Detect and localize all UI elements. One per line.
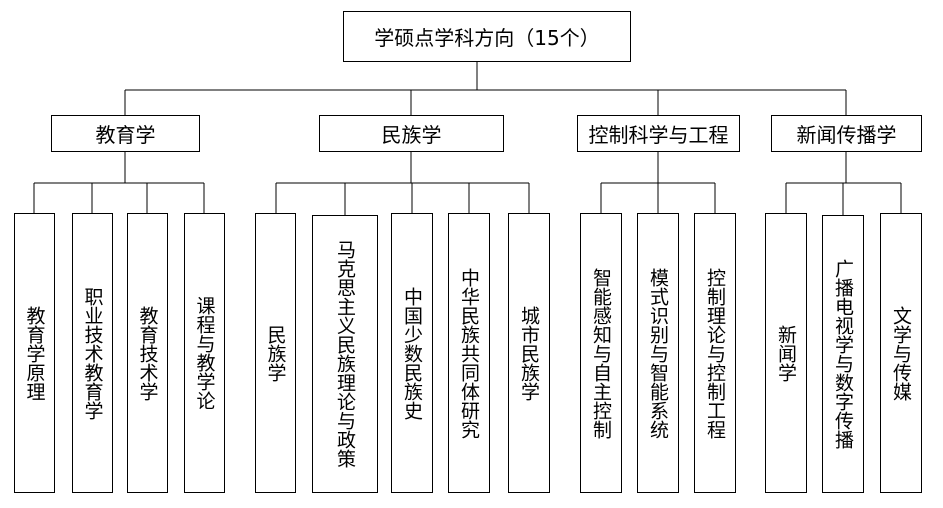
leaf-node: 教育技术学 (127, 213, 168, 493)
leaf-node: 教育学原理 (14, 213, 55, 493)
leaf-label: 智能感知与自主控制 (590, 267, 612, 439)
category-label: 新闻传播学 (796, 123, 897, 147)
leaf-node: 中国少数民族史 (391, 213, 433, 493)
leaf-label: 新闻学 (775, 324, 797, 382)
leaf-label: 中国少数民族史 (401, 286, 423, 420)
leaf-label: 民族学 (264, 324, 287, 382)
leaf-node: 广播电视学与数字传播 (822, 215, 864, 493)
leaf-label: 课程与教学论 (193, 296, 216, 410)
leaf-label: 控制理论与控制工程 (704, 267, 726, 439)
leaf-node: 控制理论与控制工程 (694, 213, 736, 493)
leaf-node: 中华民族共同体研究 (448, 213, 490, 493)
category-node-ethnology: 民族学 (319, 115, 504, 152)
leaf-node: 智能感知与自主控制 (580, 213, 622, 493)
leaf-node: 城市民族学 (508, 213, 550, 493)
leaf-node: 新闻学 (765, 213, 807, 493)
leaf-node: 职业技术教育学 (72, 213, 113, 493)
category-label: 控制科学与工程 (588, 123, 729, 147)
category-node-education: 教育学 (51, 115, 200, 152)
leaf-node: 文学与传媒 (880, 213, 922, 493)
leaf-label: 城市民族学 (518, 305, 540, 401)
root-node: 学硕点学科方向（15个） (343, 11, 631, 62)
category-node-control-science: 控制科学与工程 (577, 115, 740, 152)
leaf-label: 广播电视学与数字传播 (832, 259, 854, 449)
leaf-label: 教育学原理 (23, 305, 46, 401)
leaf-label: 教育技术学 (136, 305, 159, 401)
category-label: 教育学 (95, 123, 156, 147)
leaf-node: 课程与教学论 (184, 213, 225, 493)
leaf-label: 模式识别与智能系统 (647, 267, 669, 439)
leaf-label: 马克思主义民族理论与政策 (334, 240, 356, 468)
leaf-node: 马克思主义民族理论与政策 (312, 215, 378, 493)
category-label: 民族学 (381, 123, 442, 147)
leaf-node: 模式识别与智能系统 (637, 213, 679, 493)
root-node-label: 学硕点学科方向（15个） (374, 26, 600, 50)
leaf-label: 文学与传媒 (890, 305, 912, 401)
category-node-journalism: 新闻传播学 (771, 115, 922, 152)
leaf-node: 民族学 (255, 213, 296, 493)
leaf-label: 职业技术教育学 (81, 286, 104, 420)
leaf-label: 中华民族共同体研究 (458, 267, 480, 439)
